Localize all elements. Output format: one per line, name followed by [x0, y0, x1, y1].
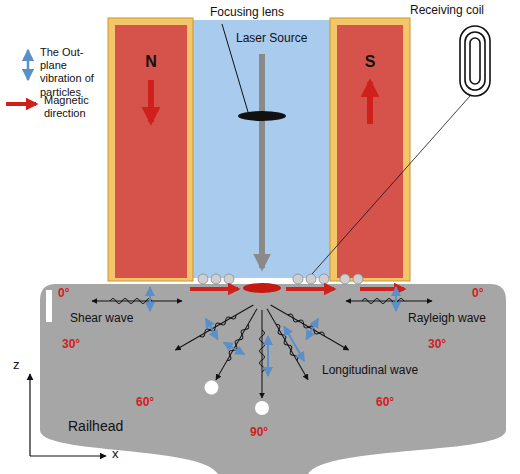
- node-label: S: [337, 25, 403, 71]
- railhead-region: Railhead: [40, 282, 506, 472]
- magnet-direction-arrow: [367, 82, 373, 124]
- bulk-wave-rays: [169, 295, 354, 415]
- wave-label: Rayleigh wave: [408, 312, 486, 326]
- magnet-frame: [330, 18, 410, 281]
- railhead-shape: [40, 284, 506, 474]
- field-arrow: [286, 287, 334, 291]
- node-label: Railhead: [68, 418, 123, 434]
- magnet-frame: [108, 18, 193, 281]
- vibration-arrow: [150, 287, 396, 311]
- legend-sample: [27, 50, 30, 80]
- wave-label: Longitudinal wave: [322, 364, 418, 378]
- angle-label: 30°: [62, 338, 80, 352]
- axis-label: x: [112, 447, 119, 462]
- receiving-coil: [460, 26, 490, 96]
- focusing-lens: [238, 111, 286, 121]
- angle-label: 60°: [136, 396, 154, 410]
- part-label: Receiving coil: [410, 4, 484, 18]
- angle-label: 0°: [58, 287, 69, 301]
- part-label: Laser Source: [236, 32, 307, 46]
- coil-wires: [198, 274, 363, 284]
- magnet-n: [115, 25, 187, 278]
- magnet-pole: S: [337, 25, 403, 278]
- legend-text: Magnetic direction: [44, 94, 112, 120]
- axis-label: z: [13, 358, 20, 373]
- magnet-s: [337, 25, 403, 278]
- laser-beam: [259, 54, 265, 268]
- field-arrow: [360, 287, 404, 291]
- legend-text: The Out-plane vibration of particles: [40, 46, 108, 99]
- axes: [30, 374, 106, 456]
- rayleigh-wave: [92, 299, 432, 304]
- wave-label: Shear wave: [70, 312, 133, 326]
- angle-label: 60°: [376, 396, 394, 410]
- angle-label: 30°: [428, 338, 446, 352]
- angle-label: 0°: [472, 287, 483, 301]
- magnet-direction-arrow: [148, 80, 154, 122]
- heated-spot: [243, 283, 281, 293]
- leader-line: [312, 96, 470, 274]
- notch: [46, 290, 52, 322]
- node-label: N: [115, 25, 187, 71]
- field-arrow: [190, 287, 238, 291]
- legend-sample: [6, 102, 36, 106]
- part-label: Focusing lens: [210, 6, 284, 20]
- magnet-pole: N: [115, 25, 187, 278]
- angle-label: 90°: [250, 426, 268, 440]
- laser-housing: [193, 20, 330, 278]
